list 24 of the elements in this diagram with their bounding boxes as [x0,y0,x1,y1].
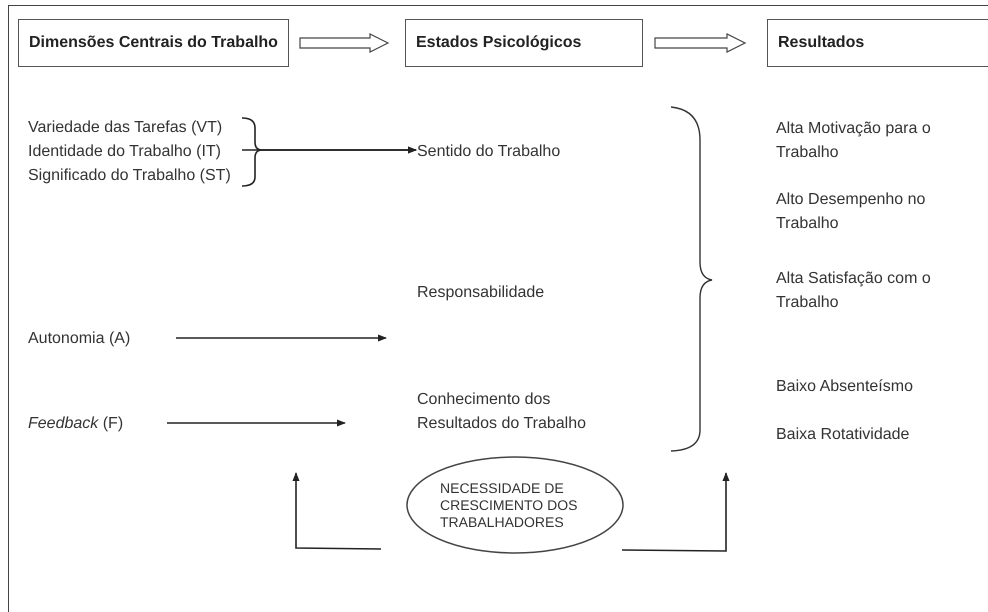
arrow [292,472,381,550]
text-label: Alto Desempenho no Trabalho [776,188,976,236]
text-label: Baixo Absenteísmo [776,375,976,399]
heading-box: Estados Psicológicos [405,19,643,67]
text-label: Responsabilidade [417,281,617,305]
heading-box: Dimensões Centrais do Trabalho [18,19,289,67]
node-text: NECESSIDADE DE CRESCIMENTO DOS TRABALHADORES [440,480,578,530]
text-label: Significado do Trabalho (ST) [28,164,242,188]
block-arrow [299,33,390,53]
arrow [167,419,346,427]
text-label: Variedade das Tarefas (VT) [28,116,242,140]
arrow [176,334,387,342]
arrow [622,472,730,552]
text-label: Identidade do Trabalho (IT) [28,140,242,164]
block-arrow [654,33,746,53]
text-label: Alta Satisfação com o Trabalho [776,267,976,315]
text-label: Conhecimento dos Resultados do Trabalho [417,388,617,436]
text-label: Baixa Rotatividade [776,423,976,447]
text-label: Sentido do Trabalho [417,140,617,164]
text-label: Alta Motivação para o Trabalho [776,117,976,165]
heading-box: Resultados [767,19,988,67]
ellipse-node [406,456,624,554]
text-label: Feedback (F) [28,412,167,436]
text-label: Autonomia (A) [28,327,176,351]
